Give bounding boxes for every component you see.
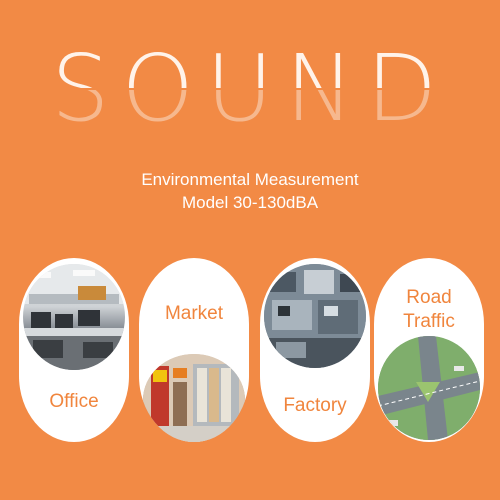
subtitle-line-1: Environmental Measurement xyxy=(141,170,359,189)
factory-photo xyxy=(264,264,366,368)
road-photo xyxy=(378,336,480,440)
subtitle: Environmental Measurement Model 30-130dB… xyxy=(0,168,500,214)
card-office: Office xyxy=(19,258,129,442)
market-photo xyxy=(143,354,245,442)
card-market: Market xyxy=(139,258,249,442)
card-road-traffic: Road Traffic xyxy=(374,258,484,442)
subtitle-line-2: Model 30-130dBA xyxy=(181,193,319,212)
sound-heading-reflection: SOUND xyxy=(0,90,500,134)
card-office-label: Office xyxy=(49,391,99,412)
sound-heading-top: SOUND xyxy=(51,44,449,88)
office-photo xyxy=(23,264,125,370)
card-road-label-line-2: Traffic xyxy=(403,311,455,332)
sound-heading: SOUND SOUND xyxy=(0,44,500,134)
card-market-label: Market xyxy=(164,303,224,324)
card-road-label-line-1: Road xyxy=(406,287,452,308)
card-factory: Factory xyxy=(260,258,370,442)
card-factory-label: Factory xyxy=(283,395,347,416)
